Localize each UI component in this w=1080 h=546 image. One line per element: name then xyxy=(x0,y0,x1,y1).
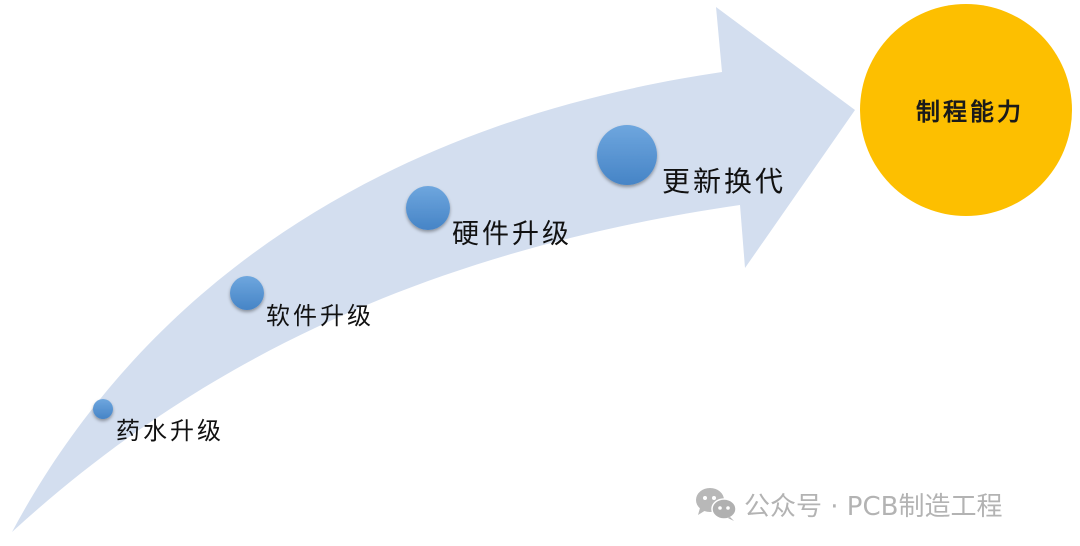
stage-dot-4 xyxy=(597,125,657,185)
stage-label-1: 药水升级 xyxy=(116,417,224,445)
watermark: 公众号 · PCB制造工程 xyxy=(694,484,1002,524)
stage-dot-1 xyxy=(93,399,113,419)
stage-dot-2 xyxy=(230,276,264,310)
stage-label-2: 软件升级 xyxy=(266,302,374,330)
stage-dot-3 xyxy=(406,186,450,230)
watermark-text: 公众号 · PCB制造工程 xyxy=(744,491,1003,522)
wechat-icon xyxy=(696,488,737,521)
progress-arrow xyxy=(12,7,855,532)
target-label: 制程能力 xyxy=(916,97,1024,126)
stage-label-4: 更新换代 xyxy=(662,165,787,198)
stage-label-3: 硬件升级 xyxy=(452,219,572,250)
target-circle xyxy=(860,4,1072,216)
